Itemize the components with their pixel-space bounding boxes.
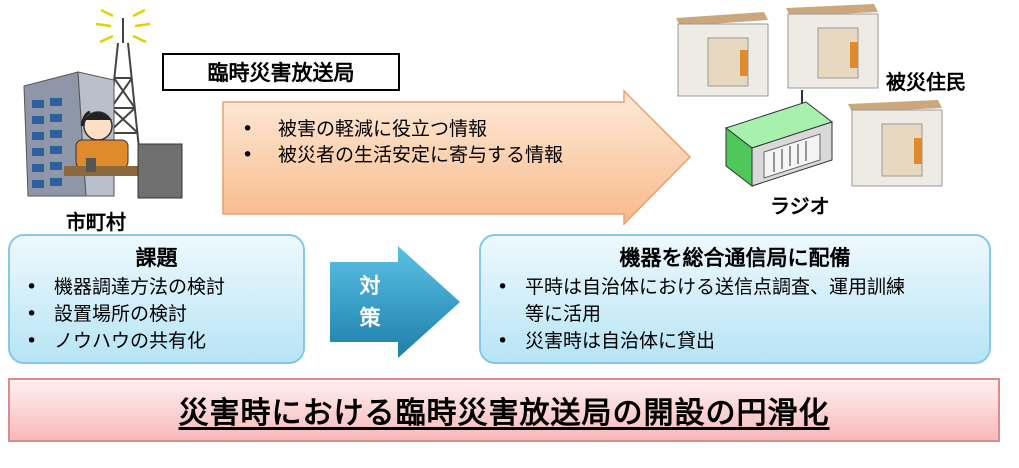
station-label: 臨時災害放送局 bbox=[162, 53, 400, 91]
issue-item: 機器調達方法の検討 bbox=[10, 274, 303, 301]
temporary-house-icon bbox=[848, 100, 943, 187]
issue-item: ノウハウの共有化 bbox=[10, 328, 303, 355]
countermeasure-arrow bbox=[330, 246, 460, 358]
equipment-item: 平時は自治体における送信点調査、運用訓練等に活用 bbox=[481, 274, 921, 328]
signal-waves-icon bbox=[95, 8, 151, 44]
broadcast-equipment-icon bbox=[137, 143, 183, 199]
temporary-house-icon bbox=[676, 12, 769, 97]
conclusion-text: 災害時における臨時災害放送局の開設の円滑化 bbox=[178, 396, 830, 431]
equipment-item: 災害時は自治体に貸出 bbox=[481, 328, 921, 355]
info-item: 被災者の生活安定に寄与する情報 bbox=[240, 142, 568, 168]
countermeasure-label: 対 策 bbox=[355, 270, 385, 334]
issues-box: 課題 機器調達方法の検討 設置場所の検討 ノウハウの共有化 bbox=[8, 234, 305, 364]
residents-label: 被災住民 bbox=[886, 70, 966, 94]
equipment-box: 機器を総合通信局に配備 平時は自治体における送信点調査、運用訓練等に活用 災害時… bbox=[479, 234, 991, 364]
houses-illustration bbox=[676, 4, 943, 187]
issues-list: 機器調達方法の検討 設置場所の検討 ノウハウの共有化 bbox=[10, 274, 303, 355]
issue-item: 設置場所の検討 bbox=[10, 301, 303, 328]
info-list: 被害の軽減に役立つ情報 被災者の生活安定に寄与する情報 bbox=[240, 116, 640, 168]
radio-label: ラジオ bbox=[770, 194, 830, 218]
radio-icon bbox=[724, 90, 834, 188]
conclusion-box: 災害時における臨時災害放送局の開設の円滑化 bbox=[8, 378, 1000, 442]
temporary-house-icon bbox=[786, 4, 879, 89]
info-item: 被害の軽減に役立つ情報 bbox=[240, 116, 640, 142]
equipment-list: 平時は自治体における送信点調査、運用訓練等に活用 災害時は自治体に貸出 bbox=[481, 274, 921, 355]
countermeasure-char: 策 bbox=[359, 306, 381, 330]
municipality-illustration bbox=[23, 8, 183, 199]
issues-title: 課題 bbox=[135, 246, 178, 270]
countermeasure-char: 対 bbox=[359, 274, 381, 298]
equipment-title: 機器を総合通信局に配備 bbox=[619, 246, 851, 270]
municipality-label: 市町村 bbox=[66, 210, 126, 234]
announcer-icon bbox=[64, 110, 148, 176]
